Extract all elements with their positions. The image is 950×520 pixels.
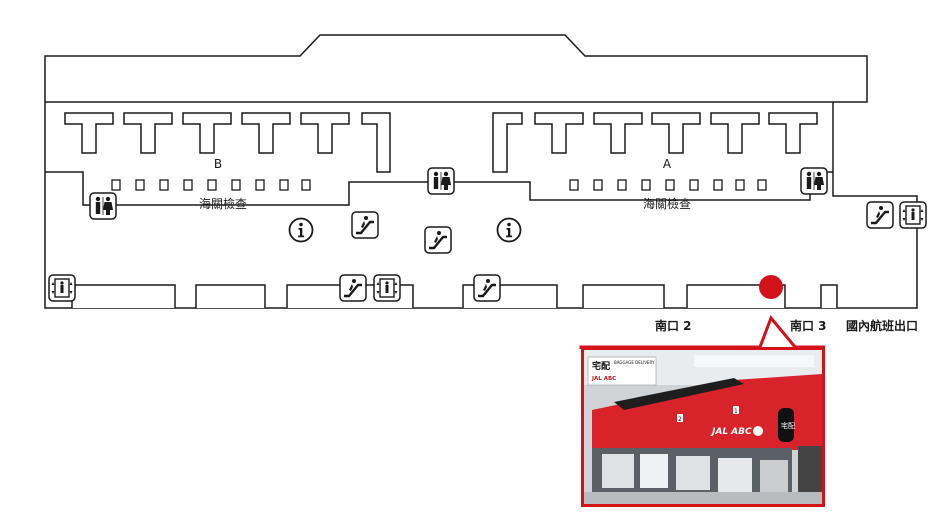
wall-brand: JAL ABC [710, 427, 752, 437]
escalator-icon[interactable] [865, 200, 895, 230]
counter-photo: 宅配 BAGGAGE DELIVERY JAL ABC JAL ABC 1 2 … [581, 347, 825, 507]
exit-south-3-label: 南口 3 [790, 318, 827, 333]
hanging-sign [778, 408, 794, 442]
callout-pointer [579, 315, 825, 349]
elevator-icon[interactable] [48, 274, 76, 302]
zone-a-label: A [663, 157, 672, 171]
customs-right-label: 海關檢查 [643, 196, 691, 211]
building-outline [44, 34, 918, 309]
zone-b-label: B [214, 157, 222, 171]
red-wall [592, 374, 822, 450]
information-icon[interactable] [496, 217, 522, 243]
carousel-markers [111, 179, 767, 191]
escalator-icon[interactable] [338, 273, 368, 303]
escalator-icon[interactable] [472, 273, 502, 303]
escalator-icon[interactable] [423, 225, 453, 255]
restroom-icon[interactable] [427, 167, 455, 195]
restroom-icon[interactable] [89, 192, 117, 220]
elevator-icon[interactable] [899, 201, 927, 229]
top-sign-brand: JAL ABC [591, 376, 616, 382]
exit-south-2-label: 南口 2 [655, 318, 692, 333]
top-sign [587, 356, 657, 386]
counter-number-2: 2 [678, 416, 682, 423]
gate-desks [64, 112, 818, 173]
top-sign-text: 宅配 [592, 360, 610, 372]
escalator-icon[interactable] [350, 210, 380, 240]
information-icon[interactable] [288, 217, 314, 243]
counter-photo-illustration: 宅配 BAGGAGE DELIVERY JAL ABC JAL ABC 1 2 … [584, 350, 822, 504]
elevator-icon[interactable] [373, 274, 401, 302]
customs-left-label: 海關檢查 [199, 196, 247, 211]
exit-domestic-label: 國內航班出口 [846, 318, 918, 333]
restroom-icon[interactable] [800, 167, 828, 195]
top-sign-en: BAGGAGE DELIVERY [614, 360, 655, 365]
counter-number-1: 1 [734, 408, 738, 415]
bottom-counters [71, 284, 838, 308]
hanging-sign-text: 宅配 [781, 421, 795, 430]
location-marker-icon[interactable] [759, 275, 783, 299]
